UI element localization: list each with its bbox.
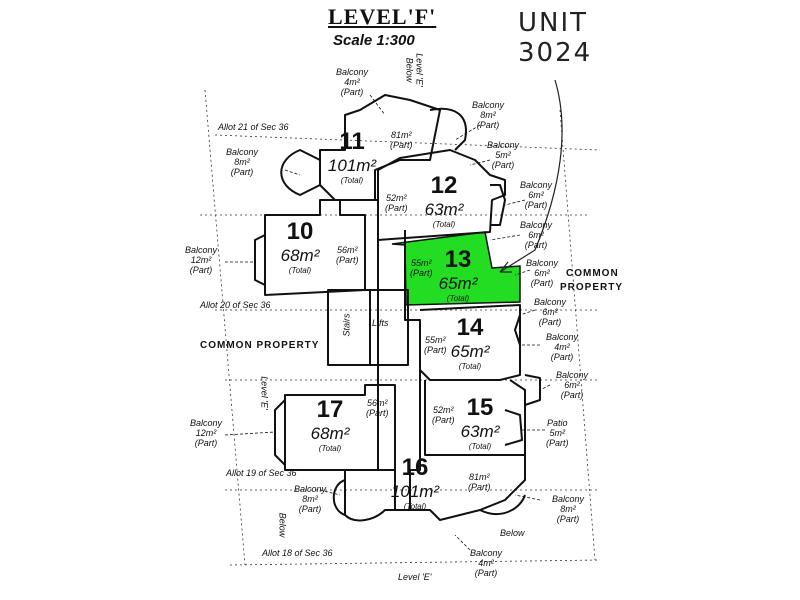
unit-area: 68m² [280, 246, 320, 265]
unit-annotation-line1: UNIT [518, 8, 589, 38]
part-area: 55m²(Part) [424, 335, 447, 355]
below-bottom-label: Below [500, 528, 525, 538]
unit-14-label: 14 65m² (Total) [440, 314, 500, 371]
unit-note: (Total) [432, 220, 456, 229]
allot-21-label: Allot 21 of Sec 36 [218, 122, 289, 132]
part-area: 56m²(Part) [336, 245, 359, 265]
unit-16-label: 16 101m² (Total) [380, 454, 450, 511]
part-area: 81m²(Part) [468, 472, 491, 492]
plan-title: LEVEL'F' [328, 4, 437, 29]
unit-note: (Total) [458, 362, 482, 371]
allot-20-label: Allot 20 of Sec 36 [200, 300, 271, 310]
part-area: 81m²(Part) [390, 130, 413, 150]
unit-note: (Total) [468, 442, 492, 451]
unit-note: (Total) [288, 266, 312, 275]
unit-area: 65m² [450, 342, 490, 361]
unit-area: 101m² [390, 482, 440, 501]
common-property-right-1: COMMON [566, 268, 619, 279]
unit-number: 11 [339, 128, 365, 155]
part-area: 52m²(Part) [385, 193, 408, 213]
unit-note: (Total) [403, 502, 427, 511]
level-e-left-label: Level 'E' [259, 376, 270, 410]
unit-note: (Total) [446, 294, 470, 303]
unit-area: 101m² [327, 156, 377, 175]
unit-area: 65m² [438, 274, 478, 293]
stairs-label: Stairs [341, 313, 352, 337]
unit-annotation-line2: 3024 [518, 38, 593, 68]
unit-12-label: 12 63m² (Total) [414, 172, 474, 229]
unit-area: 63m² [460, 422, 500, 441]
allot-19-label: Allot 19 of Sec 36 [226, 468, 297, 478]
unit-area: 63m² [424, 200, 464, 219]
leader-lines [224, 94, 551, 551]
unit-17-label: 17 68m² (Total) [300, 396, 360, 453]
allot-18-label: Allot 18 of Sec 36 [262, 548, 333, 558]
unit-10-label: 10 68m² (Total) [270, 218, 330, 275]
unit-13-label: 13 65m² (Total) [428, 246, 488, 303]
common-property-right-2: PROPERTY [560, 282, 624, 293]
level-e-below-top: Level 'E'Below [404, 53, 425, 87]
arrow-head [499, 261, 512, 273]
unit-number: 16 [401, 454, 429, 481]
plan-scale: Scale 1:300 [333, 32, 415, 49]
lifts-label: Lifts [372, 318, 389, 328]
below-left-label: Below [277, 512, 288, 538]
unit-note: (Total) [340, 176, 364, 185]
building-outline [254, 94, 541, 522]
unit-15-label: 15 63m² (Total) [450, 394, 510, 451]
common-property-left: COMMON PROPERTY [200, 340, 320, 351]
unit-number: 10 [286, 218, 314, 245]
part-area: 52m²(Part) [432, 405, 455, 425]
part-area: 56m²(Part) [366, 398, 389, 418]
unit-number: 15 [466, 394, 494, 421]
unit-note: (Total) [318, 444, 342, 453]
annotation-arrow [499, 79, 563, 273]
unit-11-label: 11 101m² (Total) [322, 128, 382, 185]
part-area: 55m²(Part) [410, 258, 433, 278]
level-e-bottom-label: Level 'E' [398, 572, 432, 582]
unit-annotation: UNIT 3024 [518, 8, 592, 68]
unit-number: 14 [456, 314, 484, 341]
unit-number: 13 [444, 246, 472, 273]
unit-number: 12 [430, 172, 458, 199]
unit-number: 17 [316, 396, 344, 423]
unit-area: 68m² [310, 424, 350, 443]
